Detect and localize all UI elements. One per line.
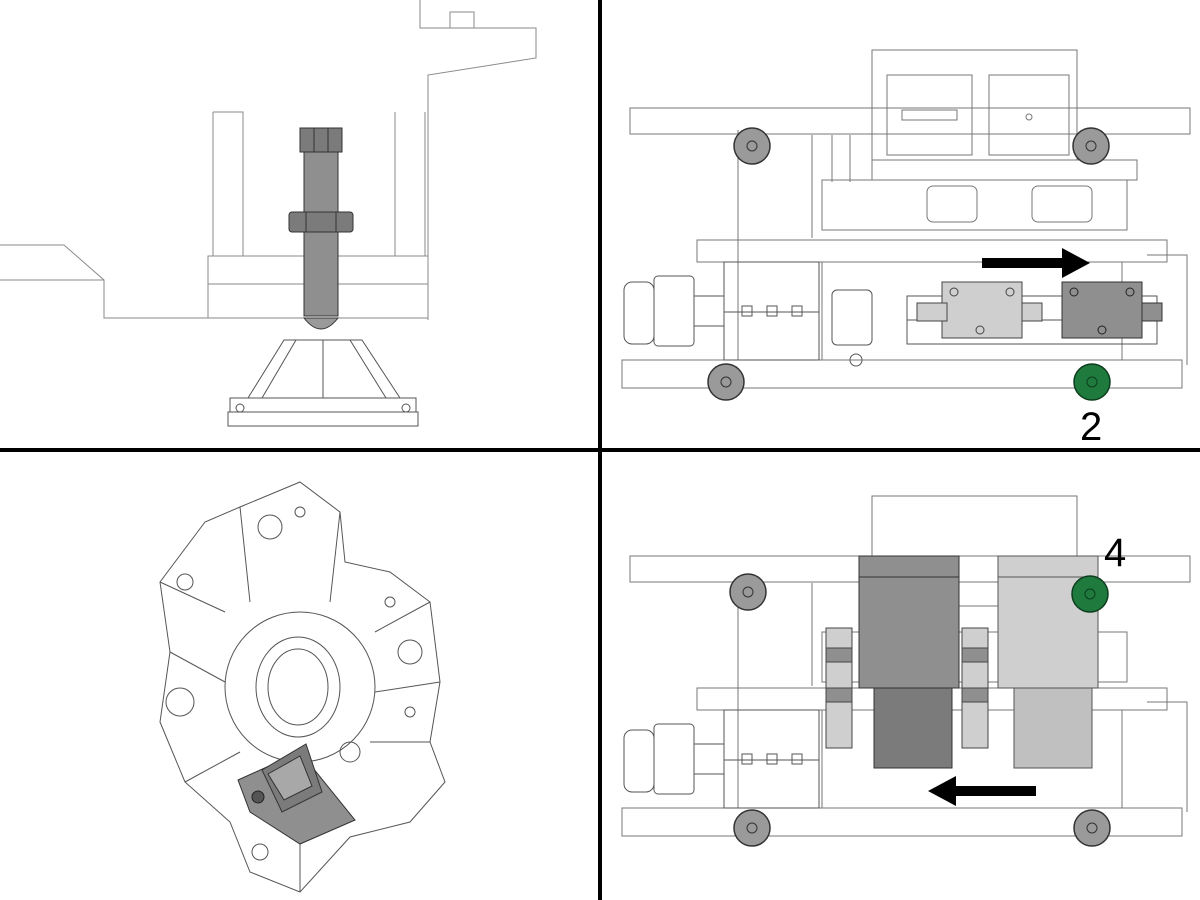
roller-icon xyxy=(733,127,771,165)
spindle-chuck xyxy=(623,709,820,809)
tool-holder xyxy=(237,743,356,845)
leveling-bolt xyxy=(288,127,354,330)
tool-post-right xyxy=(961,627,989,749)
bolt-ball-tip xyxy=(302,317,340,330)
tool-block-left xyxy=(916,281,1043,339)
step-2-diagram: 2 xyxy=(621,49,1191,448)
turret-body xyxy=(159,481,446,893)
panel-leveling-bolt xyxy=(0,0,598,448)
roller-highlighted xyxy=(1073,363,1111,401)
machine-body xyxy=(621,49,1191,389)
callout-step-2: 2 xyxy=(1080,405,1102,448)
spindle-chuck xyxy=(623,261,873,367)
tool-post-left xyxy=(825,627,853,749)
machine-frame xyxy=(0,0,537,320)
panel-turret xyxy=(0,452,598,900)
roller-icon xyxy=(707,363,745,401)
horizontal-divider xyxy=(0,448,1200,452)
leveling-pad xyxy=(227,339,419,427)
turret-diagram xyxy=(159,481,446,893)
roller-icon xyxy=(1072,127,1110,165)
lock-nut xyxy=(288,211,354,233)
roller-icon xyxy=(729,573,767,611)
tool-block-right xyxy=(1061,281,1163,339)
arrow-icon xyxy=(982,248,1090,278)
step-4-diagram: 4 xyxy=(621,495,1191,847)
panel-step-2: 2 xyxy=(602,0,1200,448)
roller-icon xyxy=(1073,809,1111,847)
arrow-icon xyxy=(928,776,1036,806)
panel-step-4: 4 xyxy=(602,452,1200,900)
roller-highlighted xyxy=(1071,575,1109,613)
leveling-bolt-diagram xyxy=(0,0,537,427)
cover-block-dark xyxy=(858,555,960,769)
callout-step-4: 4 xyxy=(1104,531,1126,575)
roller-icon xyxy=(733,809,771,847)
